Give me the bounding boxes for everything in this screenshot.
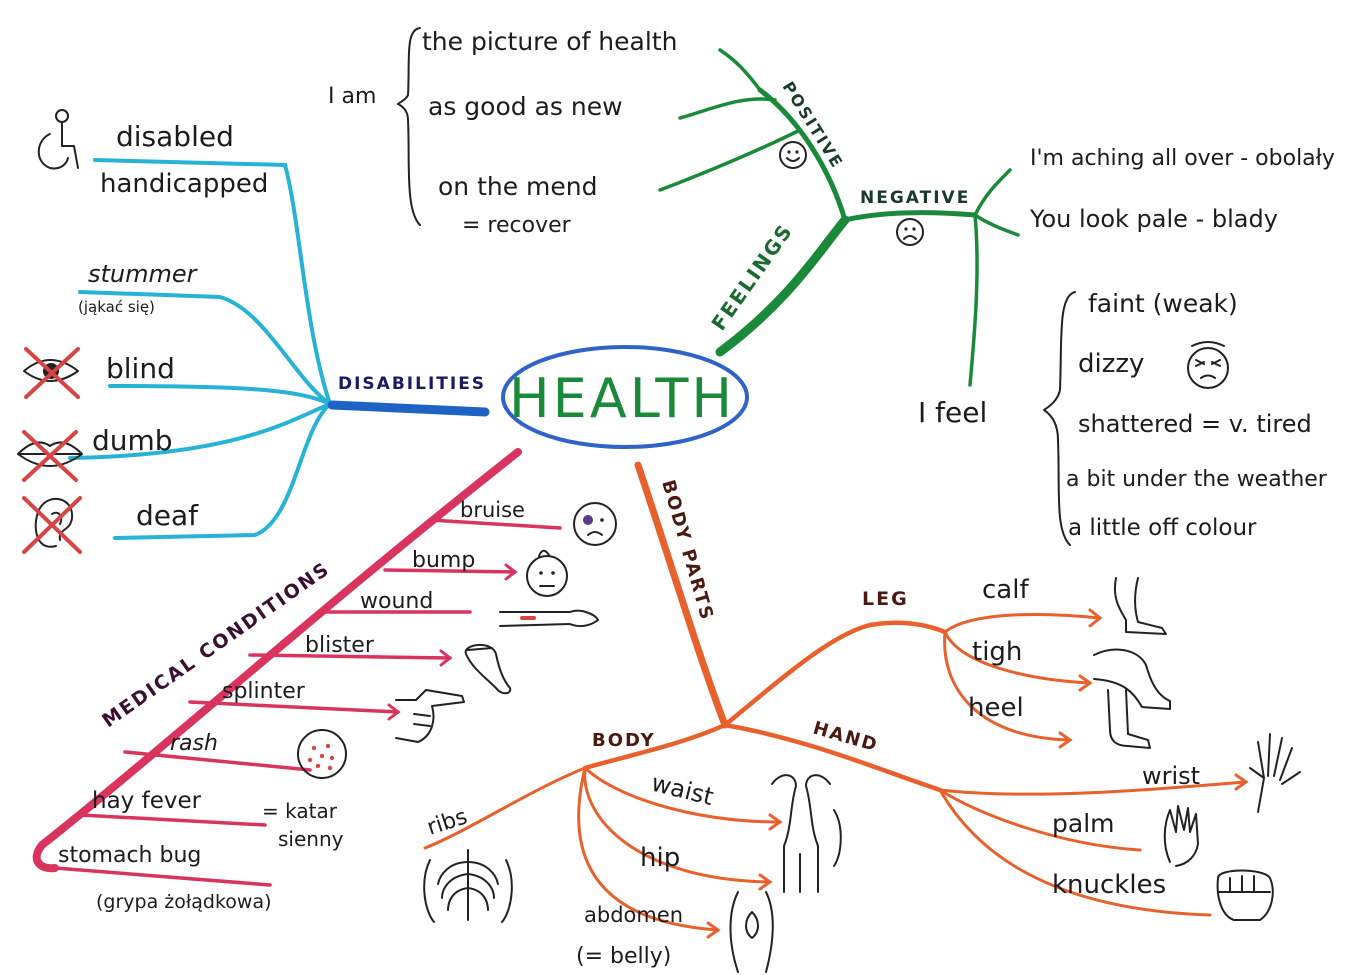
crossed-eye-icon [23,347,80,399]
wounded-arm-icon [499,609,599,628]
medical-item-bump: bump [412,548,475,573]
feelings-branch [658,48,1020,387]
arrowheads [706,608,1249,939]
hand-item-wrist: wrist [1142,762,1200,790]
medical-item-wound: wound [360,589,433,614]
body-item-belly: (= belly) [576,944,671,969]
i-feel-bracket [1043,291,1076,546]
smiley-face-icon [779,141,807,169]
positive-item-good-as-new: as good as new [428,92,623,121]
heel-foot-icon [1107,689,1151,749]
positive-item-picture-of-health: the picture of health [422,27,677,56]
medical-item-grypa: (grypa żołądkowa) [96,891,272,913]
crossed-ear-icon [22,496,82,554]
disabilities-hub-line [327,400,490,417]
dizzy-face-icon [1187,341,1229,389]
bumped-face-icon [526,549,568,597]
torso-icon [771,774,842,893]
wheelchair-icon [37,109,79,170]
feel-item-dizzy: dizzy [1078,349,1144,379]
thigh-leg-icon [1093,648,1171,710]
negative-item-aching: I'm aching all over - obolały [1030,146,1335,171]
medical-item-stomach-bug: stomach bug [58,843,201,868]
rash-face-icon [297,729,347,779]
body-parts-branch [423,461,1247,932]
body-item-hip: hip [640,843,680,873]
medical-item-rash: rash [170,731,218,756]
medical-item-hay-fever: hay fever [92,788,202,814]
calf-leg-icon [1114,577,1167,635]
item-handicapped: handicapped [100,169,268,199]
feel-item-off-colour: a little off colour [1068,515,1257,541]
medical-item-blister: blister [305,633,375,658]
hand-item-palm: palm [1052,809,1115,838]
feel-item-shattered: shattered = v. tired [1078,410,1312,438]
center-title: HEALTH [509,367,735,430]
medical-item-splinter: splinter [222,679,306,704]
item-disabled: disabled [116,120,234,153]
ribcage-icon [423,849,513,923]
medical-item-katar: = katar [262,799,338,823]
positive-item-recover: = recover [462,213,572,238]
hand-item-knuckles: knuckles [1052,870,1166,900]
leg-item-heel: heel [968,693,1024,723]
crossed-lips-icon [17,430,83,482]
pointing-hand-icon [395,689,465,743]
leg-label: LEG [862,588,909,610]
positive-item-on-the-mend: on the mend [438,172,598,201]
medical-arrowheads [387,563,518,721]
palm-icon [1163,805,1199,867]
negative-label: NEGATIVE [860,188,970,208]
center-ellipse [501,345,749,449]
item-deaf: deaf [136,499,199,532]
open-hand-icon [1249,733,1301,813]
leg-item-calf: calf [982,575,1029,605]
blistered-foot-icon [464,644,512,695]
i-feel-label: I feel [918,396,987,429]
medical-branch [32,448,562,887]
negative-item-pale: You look pale - blady [1029,205,1278,233]
sad-face-icon [896,218,924,246]
i-am-bracket [397,27,421,226]
body-label: BODY [592,730,656,751]
item-dumb: dumb [92,424,173,457]
bruised-face-icon [573,502,617,546]
medical-item-bruise: bruise [460,498,525,522]
item-blind: blind [106,352,175,385]
item-stummer-translation: (jąkać się) [78,298,155,316]
item-stummer: stummer [88,260,199,288]
belly-icon [729,891,774,973]
medical-item-sienny: sienny [278,827,344,851]
feel-item-faint: faint (weak) [1088,289,1238,318]
disabilities-branch [68,158,332,540]
body-item-abdomen: abdomen [584,903,683,927]
feel-item-under-weather: a bit under the weather [1066,467,1328,492]
fist-icon [1216,869,1274,921]
disabilities-label: DISABILITIES [338,374,486,394]
i-am-label: I am [328,84,376,109]
leg-item-tigh: tigh [972,637,1022,667]
